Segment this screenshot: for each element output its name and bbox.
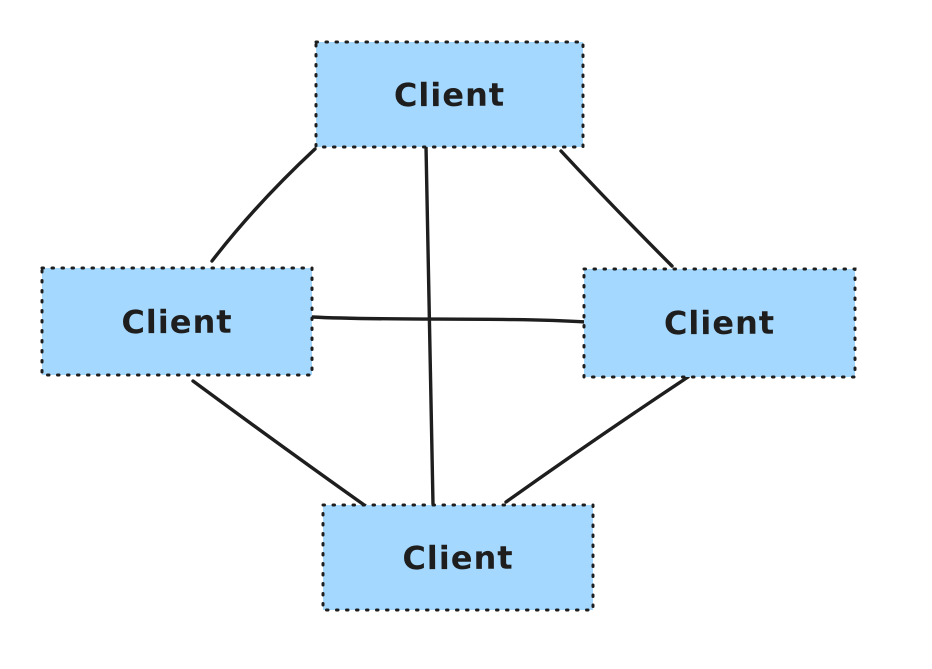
edge-client-top-to-client-left: [210, 147, 317, 263]
edges-layer: [191, 144, 690, 509]
node-box-client-bottom: [321, 503, 595, 612]
node-box-client-top: [314, 40, 585, 149]
edge-client-left-to-client-bottom: [191, 379, 369, 509]
nodes-layer: [40, 40, 857, 612]
node-box-client-right: [582, 267, 857, 379]
node-box-client-left: [40, 266, 314, 377]
edge-client-top-to-client-bottom: [424, 144, 435, 506]
edge-client-left-to-client-right: [310, 315, 588, 324]
edge-client-top-to-client-right: [559, 149, 674, 268]
edge-client-right-to-client-bottom: [504, 375, 690, 504]
